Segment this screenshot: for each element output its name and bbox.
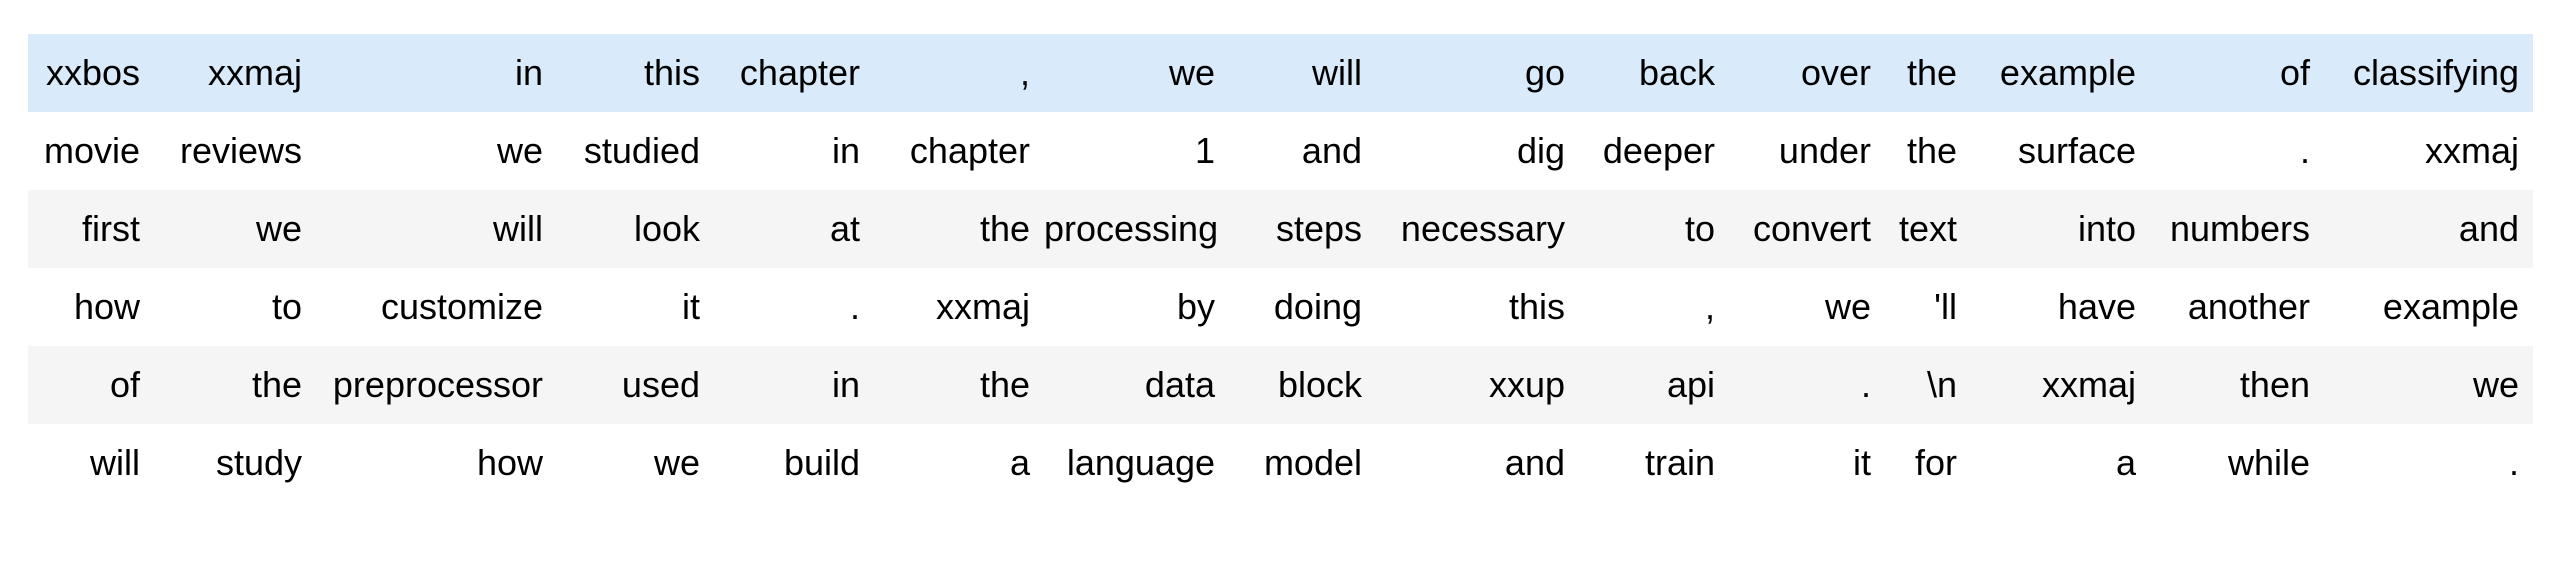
token-cell: , [1019, 52, 1030, 94]
token-cell: of [2279, 52, 2310, 94]
token-cell: how [476, 442, 543, 484]
token-cell: this [643, 52, 700, 94]
token-cell: we [1824, 286, 1871, 328]
token-cell: xxmaj [2041, 364, 2136, 406]
token-cell: in [831, 364, 860, 406]
token-cell: doing [1273, 286, 1362, 328]
token-cell: build [783, 442, 860, 484]
token-cell: while [2227, 442, 2310, 484]
token-cell: steps [1275, 208, 1362, 250]
token-cell: api [1666, 364, 1715, 406]
token-cell: processing [1044, 208, 1219, 250]
token-cell: and [1301, 130, 1362, 172]
token-cell: example [1999, 52, 2136, 94]
token-cell: \n [1926, 364, 1957, 406]
token-cell: . [849, 286, 860, 328]
table-row: first we will look at the processing steps neces… [28, 190, 2533, 268]
token-cell: movie [43, 130, 140, 172]
table-row: of the preprocessor used in the data block xxup a… [28, 346, 2533, 424]
token-cell: it [1853, 442, 1871, 484]
token-cell: , [1704, 286, 1715, 328]
token-cell: model [1263, 442, 1362, 484]
token-cell: xxmaj [935, 286, 1030, 328]
token-cell: used [621, 364, 700, 406]
token-cell: customize [380, 286, 543, 328]
token-cell: the [1906, 52, 1957, 94]
token-cell: study [215, 442, 302, 484]
token-cell: in [514, 52, 543, 94]
token-cell: necessary [1400, 208, 1565, 250]
token-cell: a [2115, 442, 2136, 484]
token-cell: preprocessor [332, 364, 543, 406]
token-cell: language [1066, 442, 1215, 484]
token-cell: xxmaj [2424, 130, 2519, 172]
token-cell: at [829, 208, 860, 250]
token-cell: xxup [1488, 364, 1565, 406]
token-cell: and [2458, 208, 2519, 250]
token-cell: will [1312, 52, 1362, 94]
token-cell: will [90, 442, 140, 484]
token-cell: block [1277, 364, 1362, 406]
table-row: xxbos xxmaj in this chapter, we will go back over… [28, 34, 2533, 112]
token-cell: for [1914, 442, 1957, 484]
table-body: xxbos xxmaj in this chapter, we will go back over… [28, 34, 2533, 502]
token-cell: we [2472, 364, 2519, 406]
token-cell: 'll [1934, 286, 1957, 328]
token-cell: the [1906, 130, 1957, 172]
token-cell: the [979, 364, 1030, 406]
table-row: will study how we build a language model and trai… [28, 424, 2533, 502]
token-cell: the [979, 208, 1030, 250]
token-cell: we [1168, 52, 1215, 94]
token-cell: dig [1516, 130, 1565, 172]
token-cell: example [2382, 286, 2519, 328]
token-cell: under [1778, 130, 1871, 172]
token-cell: studied [583, 130, 700, 172]
token-cell: it [682, 286, 700, 328]
token-cell: in [831, 130, 860, 172]
token-cell: look [633, 208, 700, 250]
token-cell: by [1176, 286, 1215, 328]
token-cell: have [2057, 286, 2136, 328]
token-cell: chapter [909, 130, 1030, 172]
token-cell: chapter [739, 52, 860, 94]
token-cell: 1 [1194, 130, 1215, 172]
token-cell: go [1524, 52, 1565, 94]
token-cell: of [109, 364, 140, 406]
token-cell: to [1684, 208, 1715, 250]
token-cell: reviews [179, 130, 302, 172]
token-cell: first [82, 208, 140, 250]
token-cell: how [73, 286, 140, 328]
token-cell: we [653, 442, 700, 484]
token-cell: data [1144, 364, 1215, 406]
token-cell: . [2299, 130, 2310, 172]
token-cell: . [1860, 364, 1871, 406]
token-cell: xxbos [45, 52, 140, 94]
table-row: how to customize it. xxmaj by doing this, we 'll h… [28, 268, 2533, 346]
token-cell: over [1800, 52, 1871, 94]
token-cell: train [1644, 442, 1715, 484]
token-cell: to [271, 286, 302, 328]
token-cell: we [496, 130, 543, 172]
token-cell: convert [1752, 208, 1871, 250]
token-cell: a [1009, 442, 1030, 484]
token-cell: the [251, 364, 302, 406]
token-cell: and [1504, 442, 1565, 484]
token-cell: this [1508, 286, 1565, 328]
tokenized-text-table: xxbos xxmaj in this chapter, we will go back over… [28, 34, 2533, 502]
token-cell: into [2077, 208, 2136, 250]
token-cell: we [255, 208, 302, 250]
token-cell: will [493, 208, 543, 250]
token-cell: xxmaj [207, 52, 302, 94]
token-cell: back [1638, 52, 1715, 94]
token-cell: then [2239, 364, 2310, 406]
token-cell: . [2508, 442, 2519, 484]
token-cell: numbers [2169, 208, 2310, 250]
token-cell: classifying [2352, 52, 2519, 94]
token-cell: deeper [1602, 130, 1715, 172]
token-cell: another [2187, 286, 2310, 328]
token-cell: text [1898, 208, 1957, 250]
token-cell: surface [2017, 130, 2136, 172]
notebook-output-area: xxbos xxmaj in this chapter, we will go back over… [0, 34, 2566, 577]
